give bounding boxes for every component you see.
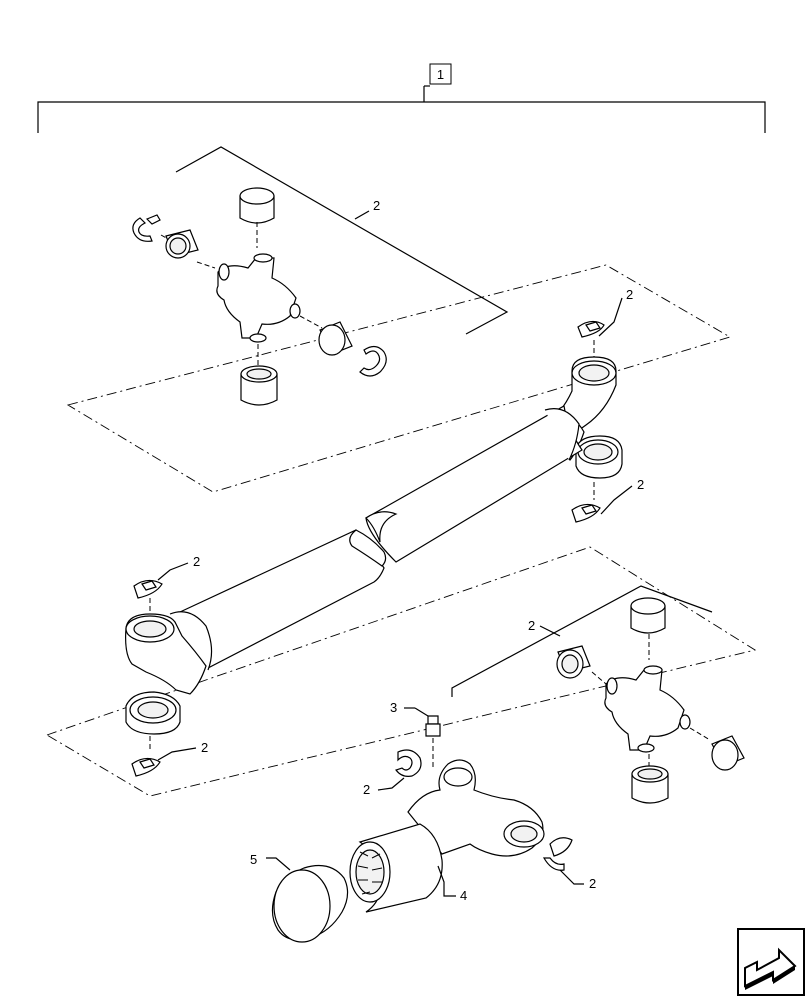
tube-upper [365,405,583,563]
upper-cross-kit [132,187,387,406]
callout-5: 5 [250,852,257,867]
callout-2-lower-kit: 2 [528,618,535,633]
tube-lower [169,529,387,671]
callout-2-left-bottom: 2 [201,740,208,755]
callout-4: 4 [460,888,467,903]
upper-kit-leader: 2 [175,146,509,335]
callout-1: 1 [437,67,444,82]
assembly-bracket: 1 [37,63,766,133]
next-page-arrow-icon[interactable] [737,928,805,996]
callout-2-right-bottom: 2 [637,477,644,492]
lower-kit-leader: 2 [451,585,713,697]
callout-2-left-top: 2 [193,554,200,569]
lower-cross-kit [556,597,745,804]
group-outlines [45,264,757,797]
callout-3: 3 [390,700,397,715]
callout-2-yoke-right: 2 [589,876,596,891]
callout-2-yoke-left: 2 [363,782,370,797]
slip-yoke-assembly: 3 2 4 2 5 [250,700,596,943]
callout-2-upper-kit: 2 [373,198,380,213]
callout-2-right-top: 2 [626,287,633,302]
left-end-yoke: 2 2 [125,554,208,777]
right-end-yoke: 2 2 [533,287,644,523]
